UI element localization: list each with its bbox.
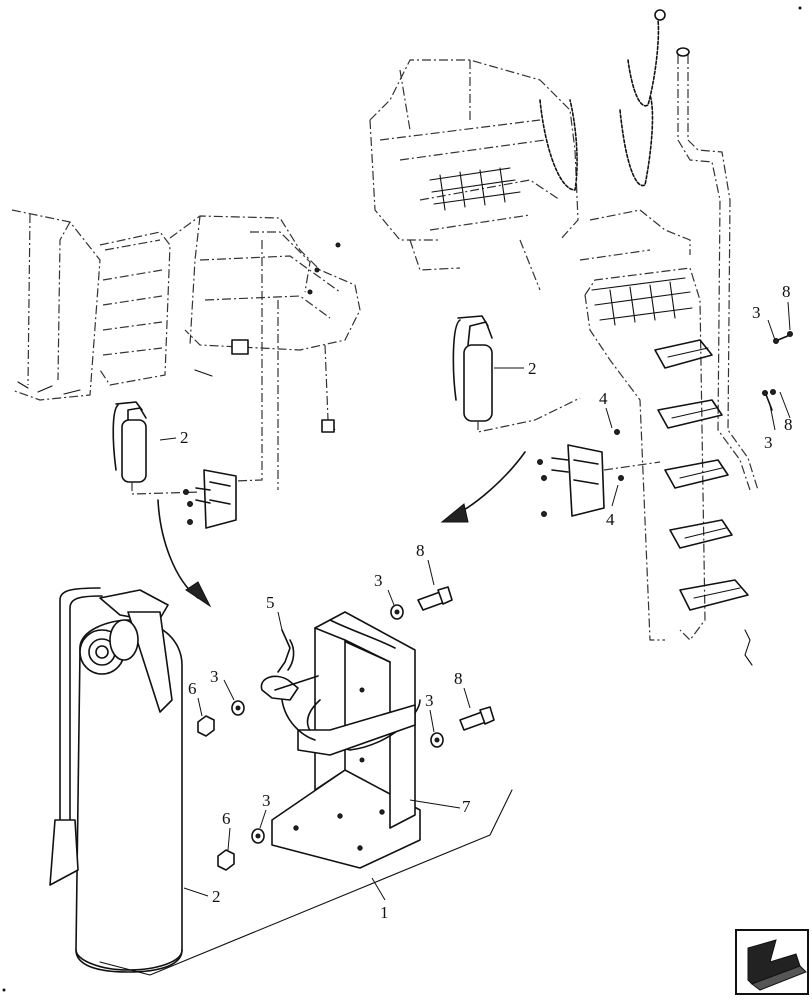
callout-3-washer-a: 3 xyxy=(374,571,383,590)
callout-4-lower: 4 xyxy=(606,510,615,529)
callout-5: 5 xyxy=(266,593,275,612)
fasteners xyxy=(197,586,495,871)
callout-labels: 1 2 2 2 3 3 3 3 3 3 4 4 5 6 6 7 8 8 8 8 xyxy=(180,282,793,922)
right-bracket-context xyxy=(537,429,661,517)
callout-3-washer-b: 3 xyxy=(210,667,219,686)
curved-arrows xyxy=(157,451,526,608)
left-platform-phantom xyxy=(11,209,361,490)
previous-page-arrow-icon[interactable] xyxy=(735,929,809,995)
callout-8-right-a: 8 xyxy=(782,282,791,301)
callout-6-upper: 6 xyxy=(188,679,197,698)
large-extinguisher xyxy=(49,587,183,973)
right-extinguisher-context xyxy=(452,315,581,433)
callout-8-right-b: 8 xyxy=(784,415,793,434)
right-handrail xyxy=(676,47,759,491)
clamp-pin xyxy=(260,629,319,741)
chains xyxy=(539,9,666,191)
right-bolts xyxy=(762,331,793,411)
callout-6-lower: 6 xyxy=(222,809,231,828)
left-bracket-context xyxy=(183,469,237,529)
callout-3-washer-c: 3 xyxy=(425,691,434,710)
extinguisher-bracket xyxy=(271,611,461,869)
callout-4-upper: 4 xyxy=(599,389,608,408)
callout-8-bolt-a: 8 xyxy=(416,541,425,560)
leader-lines xyxy=(159,301,791,901)
callout-2-left: 2 xyxy=(180,428,189,447)
callout-2-large: 2 xyxy=(212,887,221,906)
right-ladder-phantom xyxy=(584,267,753,666)
callout-1: 1 xyxy=(380,903,389,922)
callout-8-bolt-b: 8 xyxy=(454,669,463,688)
callout-3-washer-d: 3 xyxy=(262,791,271,810)
left-extinguisher-context xyxy=(112,401,201,495)
callout-3-right-a: 3 xyxy=(752,303,761,322)
mounting-base-outline xyxy=(99,789,513,976)
callout-7: 7 xyxy=(462,797,471,816)
callout-3-right-b: 3 xyxy=(764,433,773,452)
callout-2-right: 2 xyxy=(528,359,537,378)
right-platform-phantom xyxy=(369,59,691,291)
